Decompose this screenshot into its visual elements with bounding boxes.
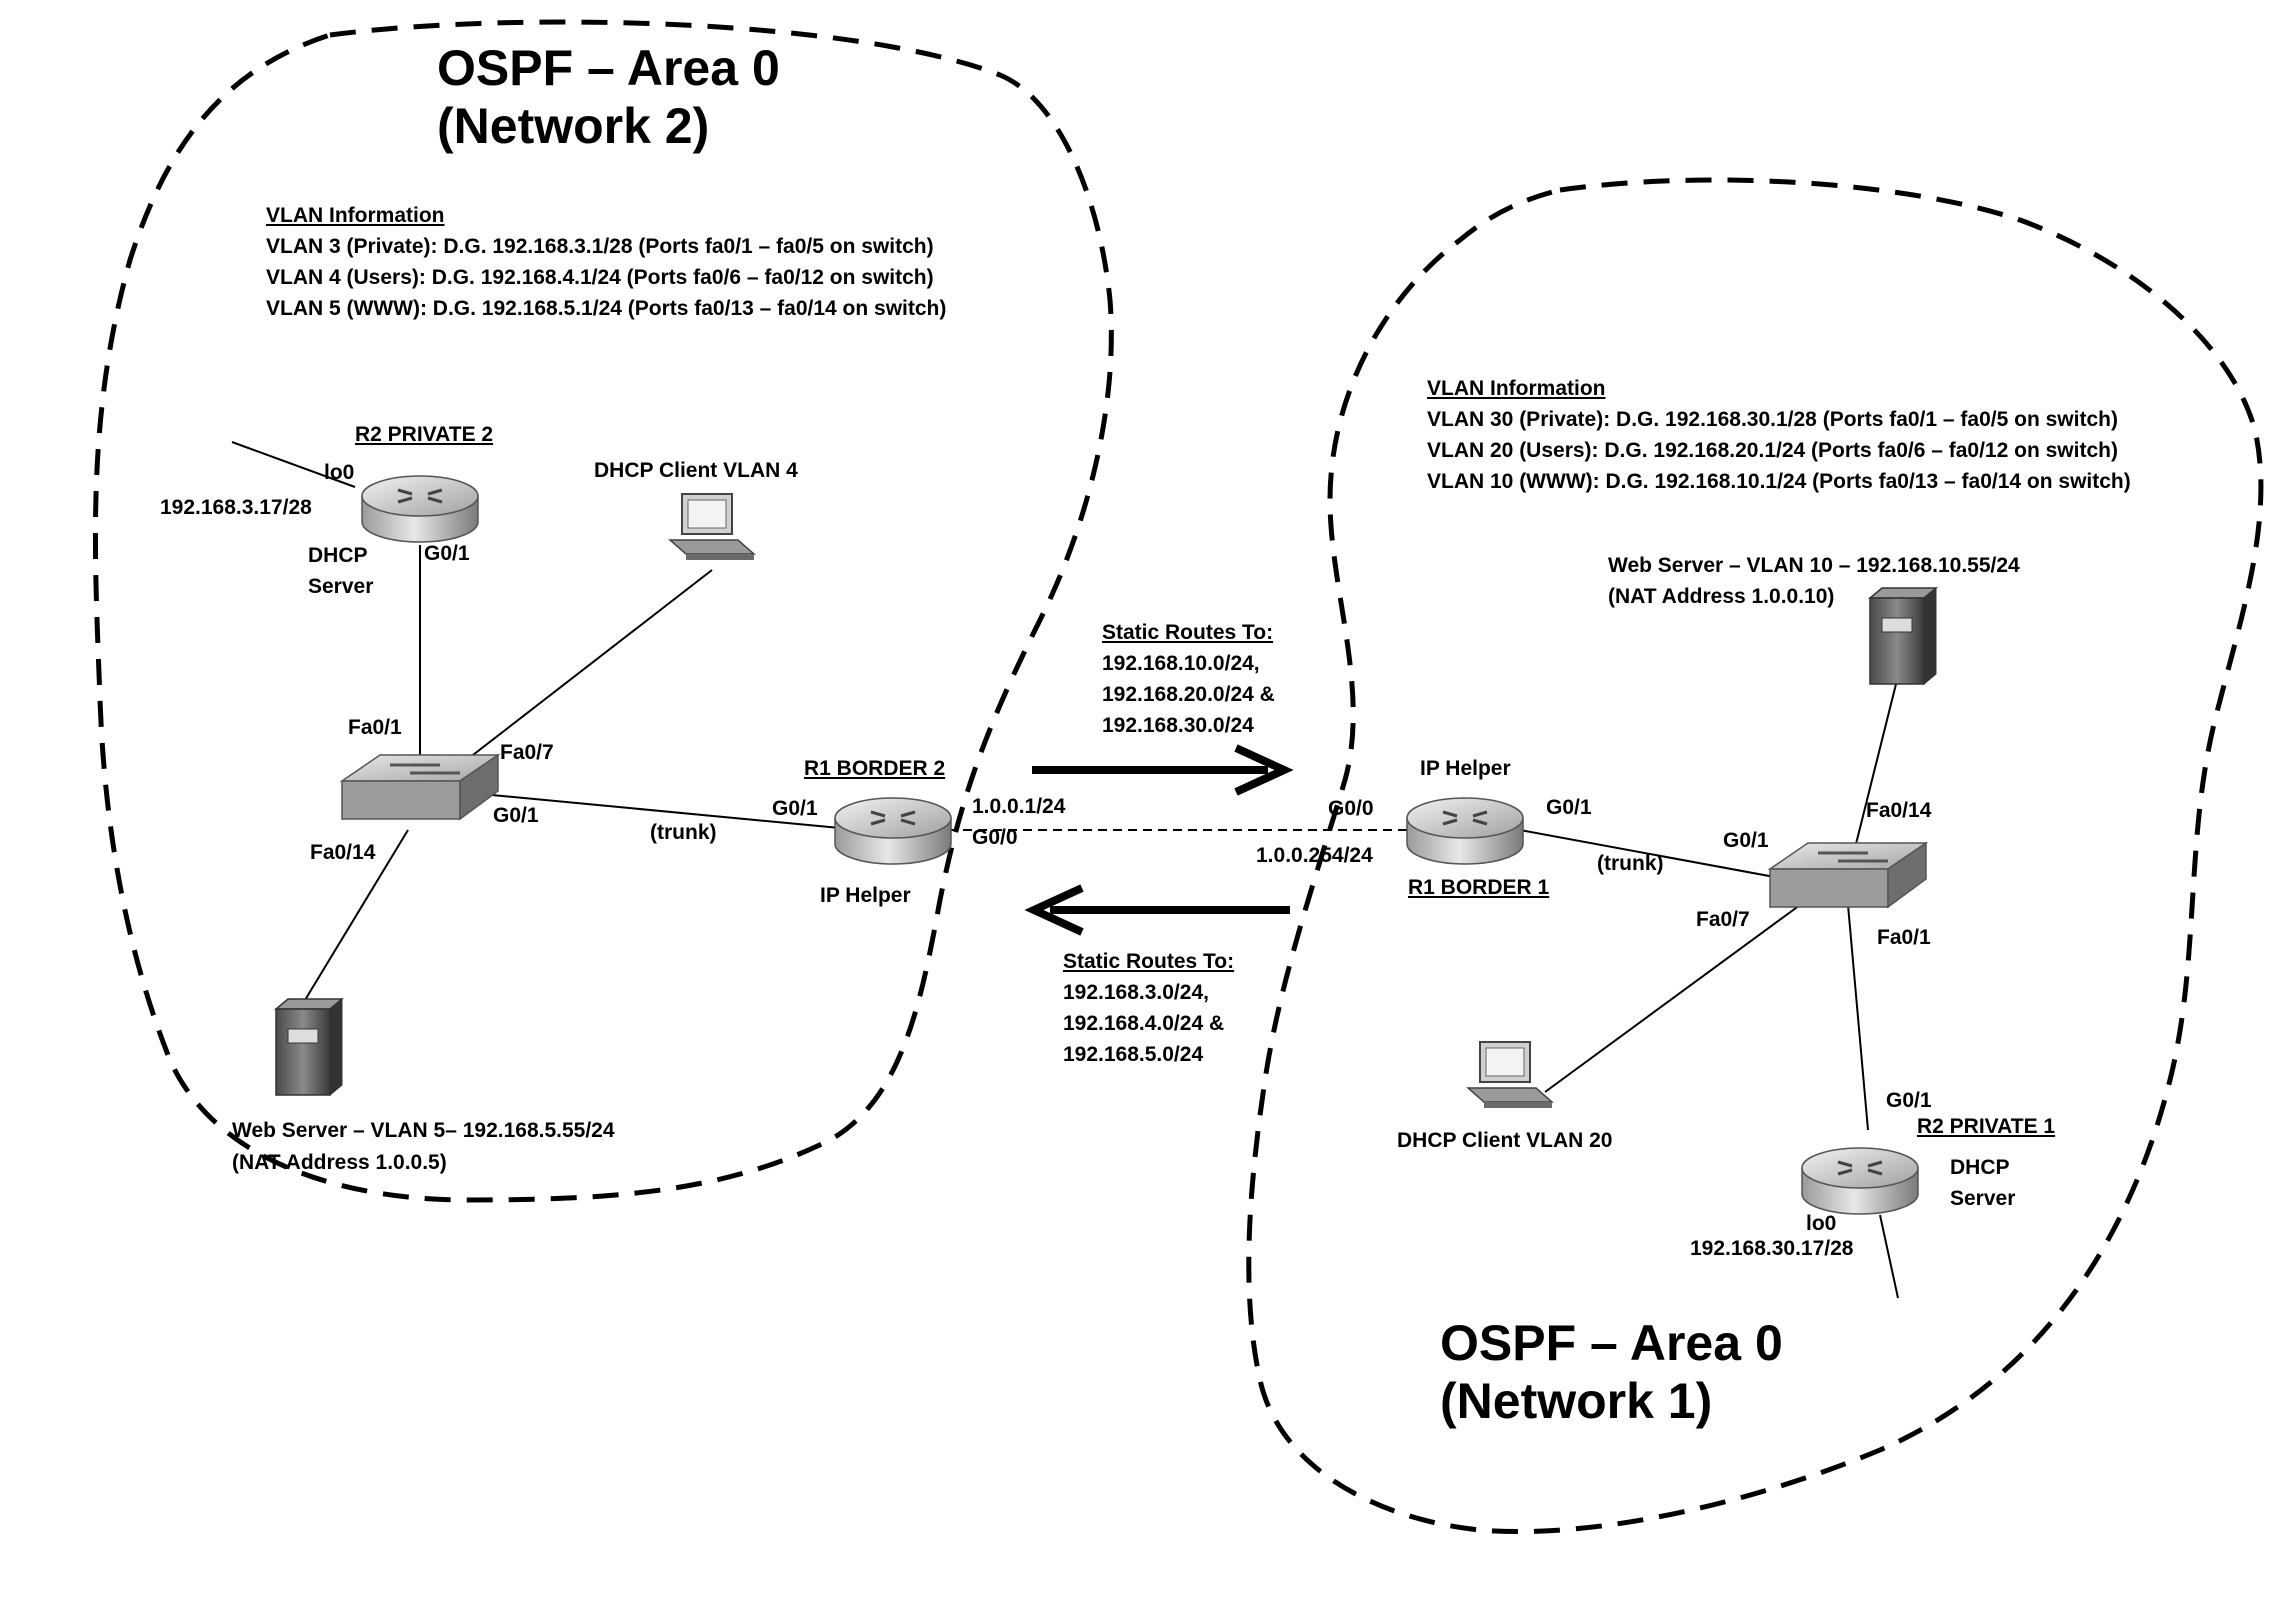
arrow-to-network1: [1032, 744, 1294, 796]
r2-private2-dhcp-server-label: DHCP Server: [308, 540, 373, 602]
r1-border1-ip-helper: IP Helper: [1420, 757, 1511, 780]
network2-vlan-heading: VLAN Information: [266, 204, 445, 227]
web-server-vlan10-label: Web Server – VLAN 10 – 192.168.10.55/24 …: [1608, 550, 2020, 612]
r2-private2-lo0-label: lo0: [324, 461, 355, 484]
web-server-vlan10-icon[interactable]: [1867, 586, 1939, 686]
router-r2-private2-icon[interactable]: [361, 475, 479, 543]
r2-private1-lo0-label: lo0: [1806, 1212, 1837, 1235]
r1-border1-g01-label: G0/1: [1546, 796, 1592, 819]
r2-private2-label: R2 PRIVATE 2: [355, 423, 494, 446]
r2-private1-dhcp-line2: Server: [1950, 1187, 2016, 1210]
link-switch1-r2-private1: [1847, 904, 1869, 1131]
dhcp-client-vlan20-label: DHCP Client VLAN 20: [1397, 1129, 1613, 1152]
r1-border2-g00-label: G0/0: [972, 826, 1018, 849]
r2-private2-dhcp-line1: DHCP: [308, 544, 368, 567]
web-server-vlan5-icon[interactable]: [273, 997, 345, 1097]
switch2-g01-label: G0/1: [493, 804, 539, 827]
r1-border2-label: R1 BORDER 2: [804, 757, 946, 780]
network1-vlan-line: VLAN 30 (Private): D.G. 192.168.30.1/28 …: [1427, 408, 2118, 431]
r2-private1-dhcp-server-label: DHCP Server: [1950, 1152, 2015, 1214]
link-r2-lo0-network1: [1879, 1214, 1899, 1299]
r1-border2-ip-helper: IP Helper: [820, 884, 911, 907]
pc-dhcp-client-vlan4-icon[interactable]: [668, 493, 756, 560]
link-switch1-dhcp-client20: [1544, 904, 1801, 1093]
web-server-vlan5-label: Web Server – VLAN 5– 192.168.5.55/24 (NA…: [232, 1115, 615, 1179]
r2-private1-label: R2 PRIVATE 1: [1917, 1115, 2056, 1138]
switch2-fa014-label: Fa0/14: [310, 841, 376, 864]
web-server-vlan5-line2: (NAT Address 1.0.0.5): [232, 1151, 447, 1174]
switch1-g01-label: G0/1: [1723, 829, 1769, 852]
switch1-fa07-label: Fa0/7: [1696, 908, 1750, 931]
static-route-line: 192.168.30.0/24: [1102, 714, 1254, 737]
switch-network2-icon[interactable]: [339, 753, 501, 821]
r2-private1-g01-label: G0/1: [1886, 1089, 1932, 1112]
switch2-fa07-label: Fa0/7: [500, 741, 554, 764]
r1-border1-g00-label: G0/0: [1328, 797, 1374, 820]
r2-private2-dhcp-line2: Server: [308, 575, 374, 598]
r2-private2-lo0-ip: 192.168.3.17/28: [160, 496, 312, 519]
network2-title-line1: OSPF – Area 0: [437, 40, 780, 96]
switch-network1-icon[interactable]: [1767, 841, 1929, 909]
r1-border1-label: R1 BORDER 1: [1408, 876, 1550, 899]
static-route-line: 192.168.3.0/24,: [1063, 981, 1209, 1004]
r1-border2-wan-ip: 1.0.0.1/24: [972, 795, 1066, 818]
static-route-line: 192.168.5.0/24: [1063, 1043, 1204, 1066]
r2-private1-lo0-ip: 192.168.30.17/28: [1690, 1237, 1854, 1260]
switch1-fa014-label: Fa0/14: [1866, 799, 1932, 822]
network1-title-line1: OSPF – Area 0: [1440, 1315, 1783, 1371]
router-r1-border1-icon[interactable]: [1406, 797, 1524, 865]
network2-vlan-line: VLAN 3 (Private): D.G. 192.168.3.1/28 (P…: [266, 235, 934, 258]
static-routes-to-network1: Static Routes To: 192.168.10.0/24, 192.1…: [1102, 617, 1275, 741]
static-route-line: 192.168.10.0/24,: [1102, 652, 1260, 675]
web-server-vlan5-line1: Web Server – VLAN 5– 192.168.5.55/24: [232, 1119, 615, 1142]
static-route-line: 192.168.20.0/24 &: [1102, 683, 1275, 706]
network2-vlan-info: VLAN Information VLAN 3 (Private): D.G. …: [266, 200, 946, 324]
network2-vlan-line: VLAN 5 (WWW): D.G. 192.168.5.1/24 (Ports…: [266, 297, 947, 320]
network1-vlan-info: VLAN Information VLAN 30 (Private): D.G.…: [1427, 373, 2131, 497]
network2-boundary: [92, 19, 1114, 1203]
static-routes-heading: Static Routes To:: [1063, 950, 1235, 973]
router-r1-border2-icon[interactable]: [834, 797, 952, 865]
network1-trunk-label: (trunk): [1597, 852, 1664, 875]
network1-vlan-heading: VLAN Information: [1427, 377, 1606, 400]
link-webserver10-switch1: [1851, 667, 1901, 861]
link-switch2-r1-border2: [491, 794, 841, 829]
static-routes-to-network2: Static Routes To: 192.168.3.0/24, 192.16…: [1063, 946, 1234, 1070]
r1-border1-wan-ip: 1.0.0.254/24: [1256, 844, 1373, 867]
switch1-fa01-label: Fa0/1: [1877, 926, 1931, 949]
network1-title-line2: (Network 1): [1440, 1372, 1713, 1429]
r2-private2-g01-label: G0/1: [424, 542, 470, 565]
router-r2-private1-icon[interactable]: [1801, 1147, 1919, 1215]
network2-title: OSPF – Area 0 (Network 2): [437, 40, 780, 155]
web-server-vlan10-line1: Web Server – VLAN 10 – 192.168.10.55/24: [1608, 554, 2020, 577]
web-server-vlan10-line2: (NAT Address 1.0.0.10): [1608, 585, 1835, 608]
switch2-fa01-label: Fa0/1: [348, 716, 402, 739]
pc-dhcp-client-vlan20-icon[interactable]: [1466, 1041, 1554, 1108]
link-switch2-webserver5: [301, 829, 409, 1006]
network2-title-line2: (Network 2): [437, 97, 710, 154]
link-r2-lo0-network2: [231, 441, 356, 488]
static-routes-heading: Static Routes To:: [1102, 621, 1274, 644]
link-dhcp-client4-switch: [459, 569, 713, 766]
network1-boundary: [1246, 177, 2264, 1535]
network1-vlan-line: VLAN 20 (Users): D.G. 192.168.20.1/24 (P…: [1427, 439, 2118, 462]
network2-vlan-line: VLAN 4 (Users): D.G. 192.168.4.1/24 (Por…: [266, 266, 934, 289]
network1-vlan-line: VLAN 10 (WWW): D.G. 192.168.10.1/24 (Por…: [1427, 470, 2131, 493]
network2-trunk-label: (trunk): [650, 821, 717, 844]
r2-private1-dhcp-line1: DHCP: [1950, 1156, 2010, 1179]
r1-border2-g01-label: G0/1: [772, 797, 818, 820]
network1-title: OSPF – Area 0 (Network 1): [1440, 1315, 1783, 1430]
link-r1-border1-switch1: [1519, 829, 1781, 879]
arrow-to-network2: [1024, 884, 1290, 936]
dhcp-client-vlan4-label: DHCP Client VLAN 4: [594, 459, 798, 482]
static-route-line: 192.168.4.0/24 &: [1063, 1012, 1225, 1035]
